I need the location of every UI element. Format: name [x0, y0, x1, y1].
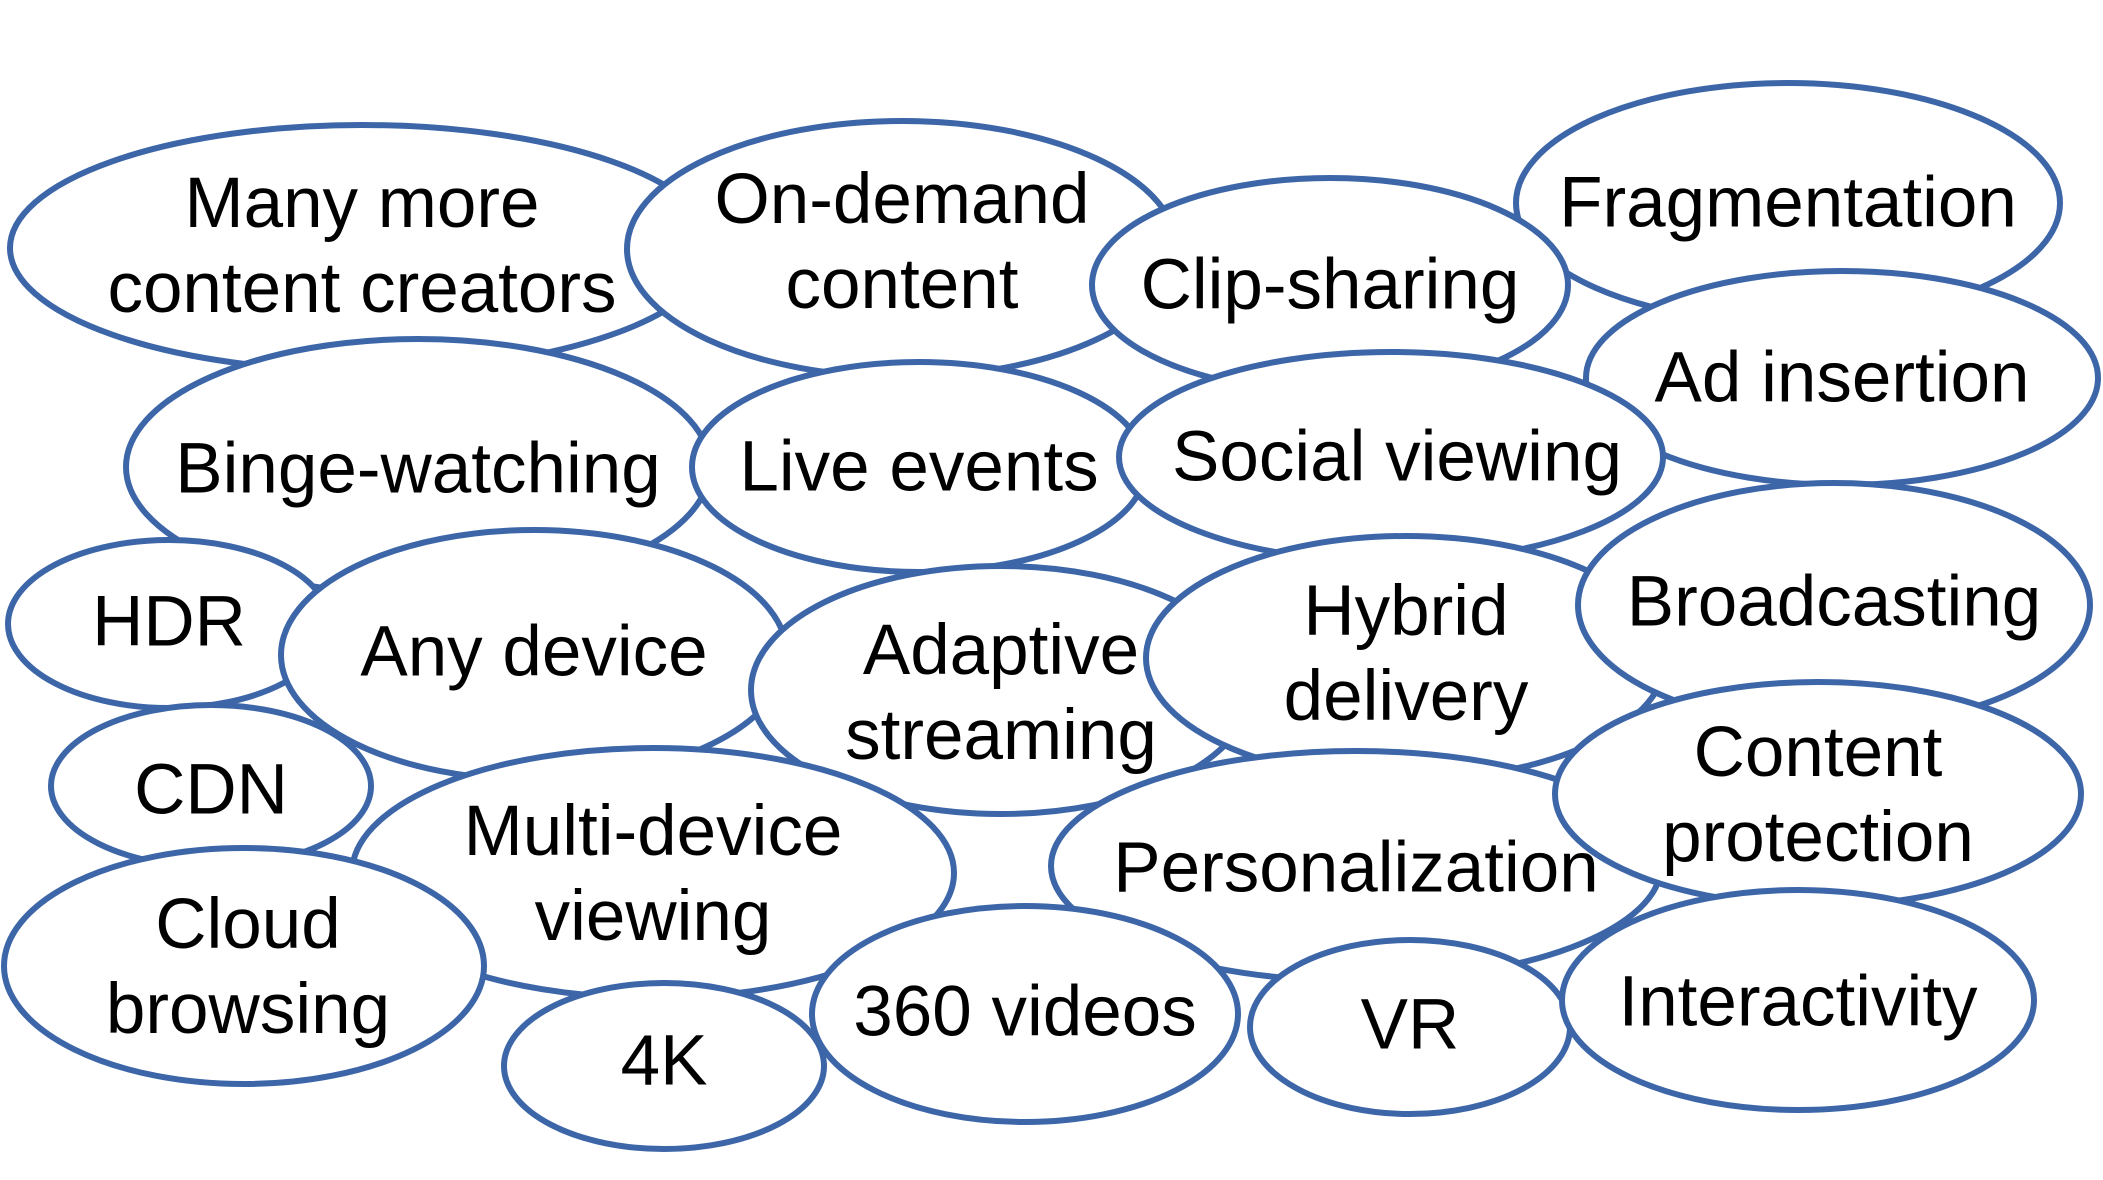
bubble-label: Live events: [739, 428, 1098, 507]
bubble-label: viewing: [535, 877, 772, 956]
bubble-interactivity: Interactivity: [1559, 887, 2037, 1113]
bubble-social-viewing: Social viewing: [1116, 349, 1666, 565]
bubble-label: Multi-device: [464, 792, 843, 871]
bubble-label: delivery: [1284, 657, 1529, 736]
bubble-ellipse: [809, 903, 1241, 1125]
bubble-label: Cloud: [155, 885, 341, 964]
bubble-label: Broadcasting: [1627, 563, 2041, 642]
bubble-ellipse: [1559, 887, 2037, 1113]
bubble-binge-watching: Binge-watching: [123, 336, 713, 598]
bubble-personalization: Personalization: [1048, 748, 1664, 984]
bubble-cdn: CDN: [48, 702, 374, 870]
bubble-ellipse: [7, 122, 717, 374]
bubble-label: Fragmentation: [1559, 164, 2017, 243]
bubble-clip-sharing: Clip-sharing: [1089, 175, 1571, 395]
bubble-broadcasting: Broadcasting: [1575, 480, 2093, 730]
bubble-label: Many more: [184, 164, 539, 243]
bubble-label: Content: [1694, 713, 1943, 792]
bubble-label: Any device: [360, 613, 707, 692]
bubble-label: content: [786, 245, 1019, 324]
bubble-label: VR: [1361, 986, 1460, 1065]
bubble-ad-insertion: Ad insertion: [1583, 268, 2101, 488]
bubble-label: 360 videos: [853, 973, 1196, 1052]
bubble-any-device: Any device: [278, 527, 790, 783]
bubble-label: streaming: [845, 696, 1157, 775]
bubble-label: Hybrid: [1303, 572, 1508, 651]
bubble-label: Adaptive: [863, 611, 1139, 690]
bubble-4k: 4K: [501, 980, 827, 1152]
bubble-label: Binge-watching: [175, 430, 660, 509]
bubble-label: protection: [1662, 798, 1974, 877]
bubble-label: HDR: [92, 583, 246, 662]
bubble-label: CDN: [134, 751, 288, 830]
bubble-360-videos: 360 videos: [809, 903, 1241, 1125]
bubble-ellipse: [501, 980, 827, 1152]
bubble-ellipse: [1, 845, 487, 1087]
bubble-live-events: Live events: [689, 359, 1149, 575]
bubble-label: Social viewing: [1172, 418, 1622, 497]
bubble-label: browsing: [106, 970, 390, 1049]
bubble-label: Personalization: [1113, 829, 1598, 908]
bubble-vr: VR: [1247, 937, 1573, 1117]
bubble-label: content creators: [107, 249, 616, 328]
bubble-label: 4K: [621, 1022, 708, 1101]
bubble-label: Clip-sharing: [1141, 246, 1520, 325]
bubble-hdr: HDR: [5, 537, 333, 711]
bubble-label: Interactivity: [1618, 963, 1978, 1042]
bubble-label: On-demand: [715, 160, 1090, 239]
bubble-fragmentation: Fragmentation: [1513, 80, 2063, 326]
bubble-label: Ad insertion: [1655, 339, 2030, 418]
